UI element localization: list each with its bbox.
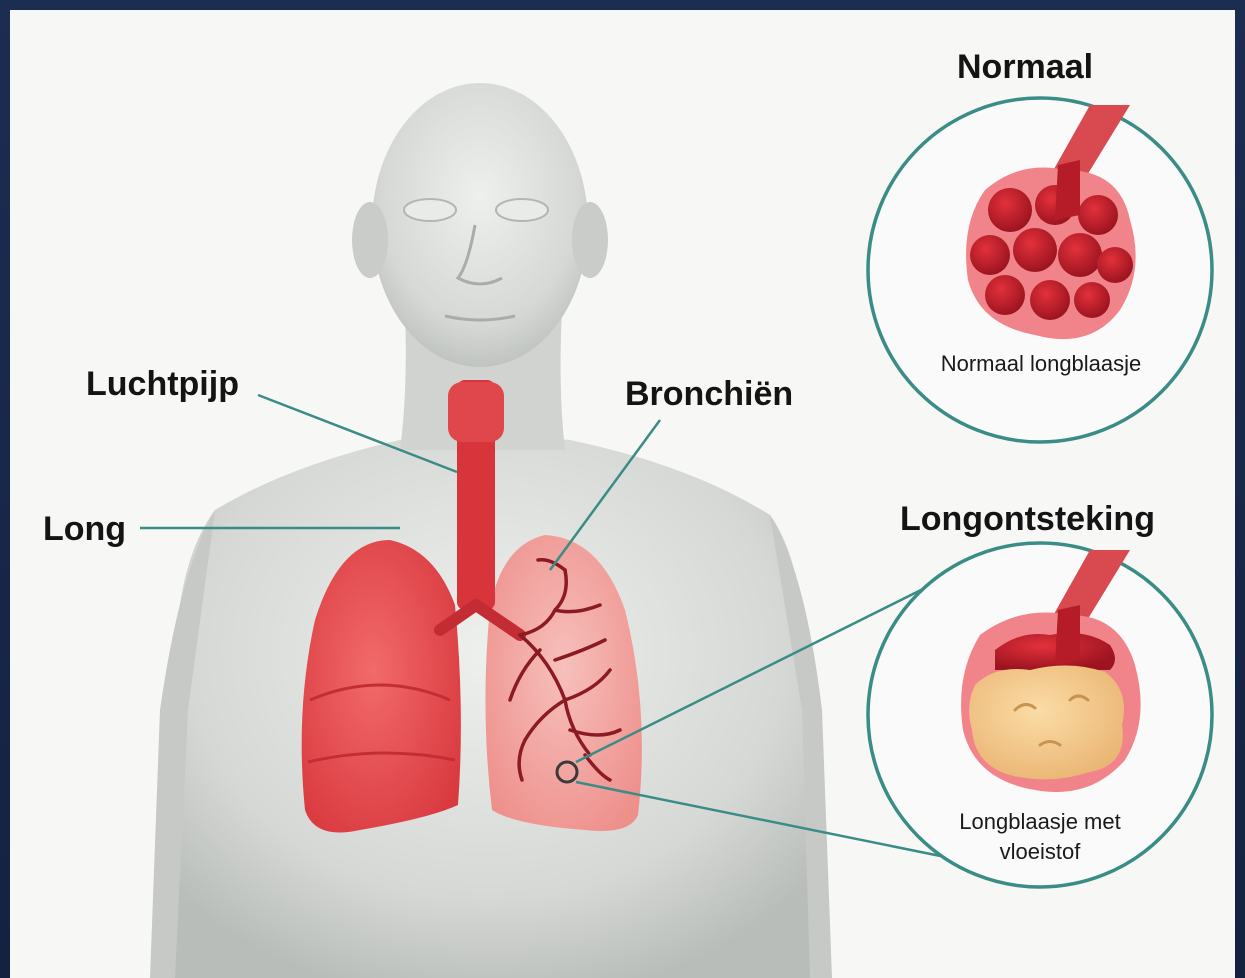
pneumonia-fluid xyxy=(969,665,1124,779)
right-eye xyxy=(496,199,548,221)
label-bronchi: Bronchiën xyxy=(625,375,793,414)
pneumonia-panel-caption-line2: vloeistof xyxy=(920,838,1160,866)
pneumonia-panel-caption-line1: Longblaasje met xyxy=(920,808,1160,836)
diagram-canvas: Luchtpijp Bronchiën Long Normaal Normaal… xyxy=(10,10,1235,978)
normal-alveolus-panel xyxy=(868,98,1212,442)
normal-alveolus-cells xyxy=(970,185,1133,320)
label-trachea: Luchtpijp xyxy=(86,365,239,404)
head xyxy=(372,83,588,367)
normal-panel-title: Normaal xyxy=(957,48,1093,87)
left-ear xyxy=(352,202,388,278)
right-ear xyxy=(572,202,608,278)
normal-panel-caption: Normaal longblaasje xyxy=(916,350,1166,378)
left-eye xyxy=(404,199,456,221)
pneumonia-panel-title: Longontsteking xyxy=(900,500,1155,539)
label-lung: Long xyxy=(43,510,126,549)
